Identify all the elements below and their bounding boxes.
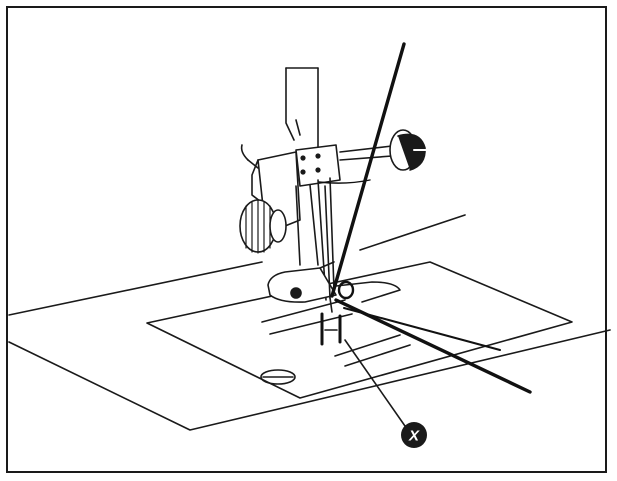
thread-icon [318, 42, 532, 394]
callout-label: X [408, 428, 420, 445]
presser-foot-screw-knob [239, 199, 287, 254]
figure-border [6, 6, 607, 473]
callout-leader-line [344, 339, 406, 427]
callout-badge [401, 422, 427, 448]
needle-bar-assembly [239, 67, 429, 301]
needle-icon [324, 185, 333, 313]
needle-hole [320, 312, 342, 346]
needle-clamp-thumbscrew [389, 129, 429, 171]
screw-icon [260, 369, 296, 385]
